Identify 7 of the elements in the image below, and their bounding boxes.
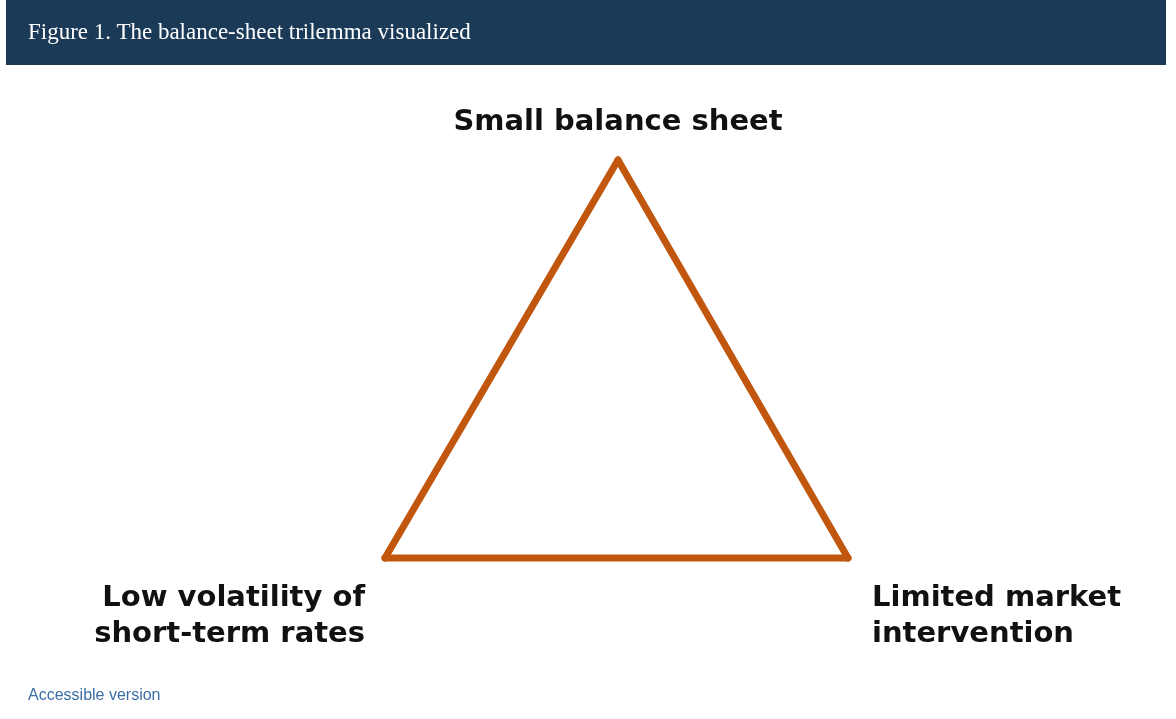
triangle-side [614, 156, 852, 562]
vertex-label: Limited market intervention [872, 578, 1123, 650]
figure-title: Figure 1. The balance-sheet trilemma visualized [28, 19, 471, 45]
vertex-label: Low volatility of short-term rates [93, 578, 365, 650]
triangle-side [381, 554, 852, 562]
accessible-version-link: Accessible version [28, 686, 161, 704]
vertex-label: Small balance sheet [452, 102, 784, 138]
